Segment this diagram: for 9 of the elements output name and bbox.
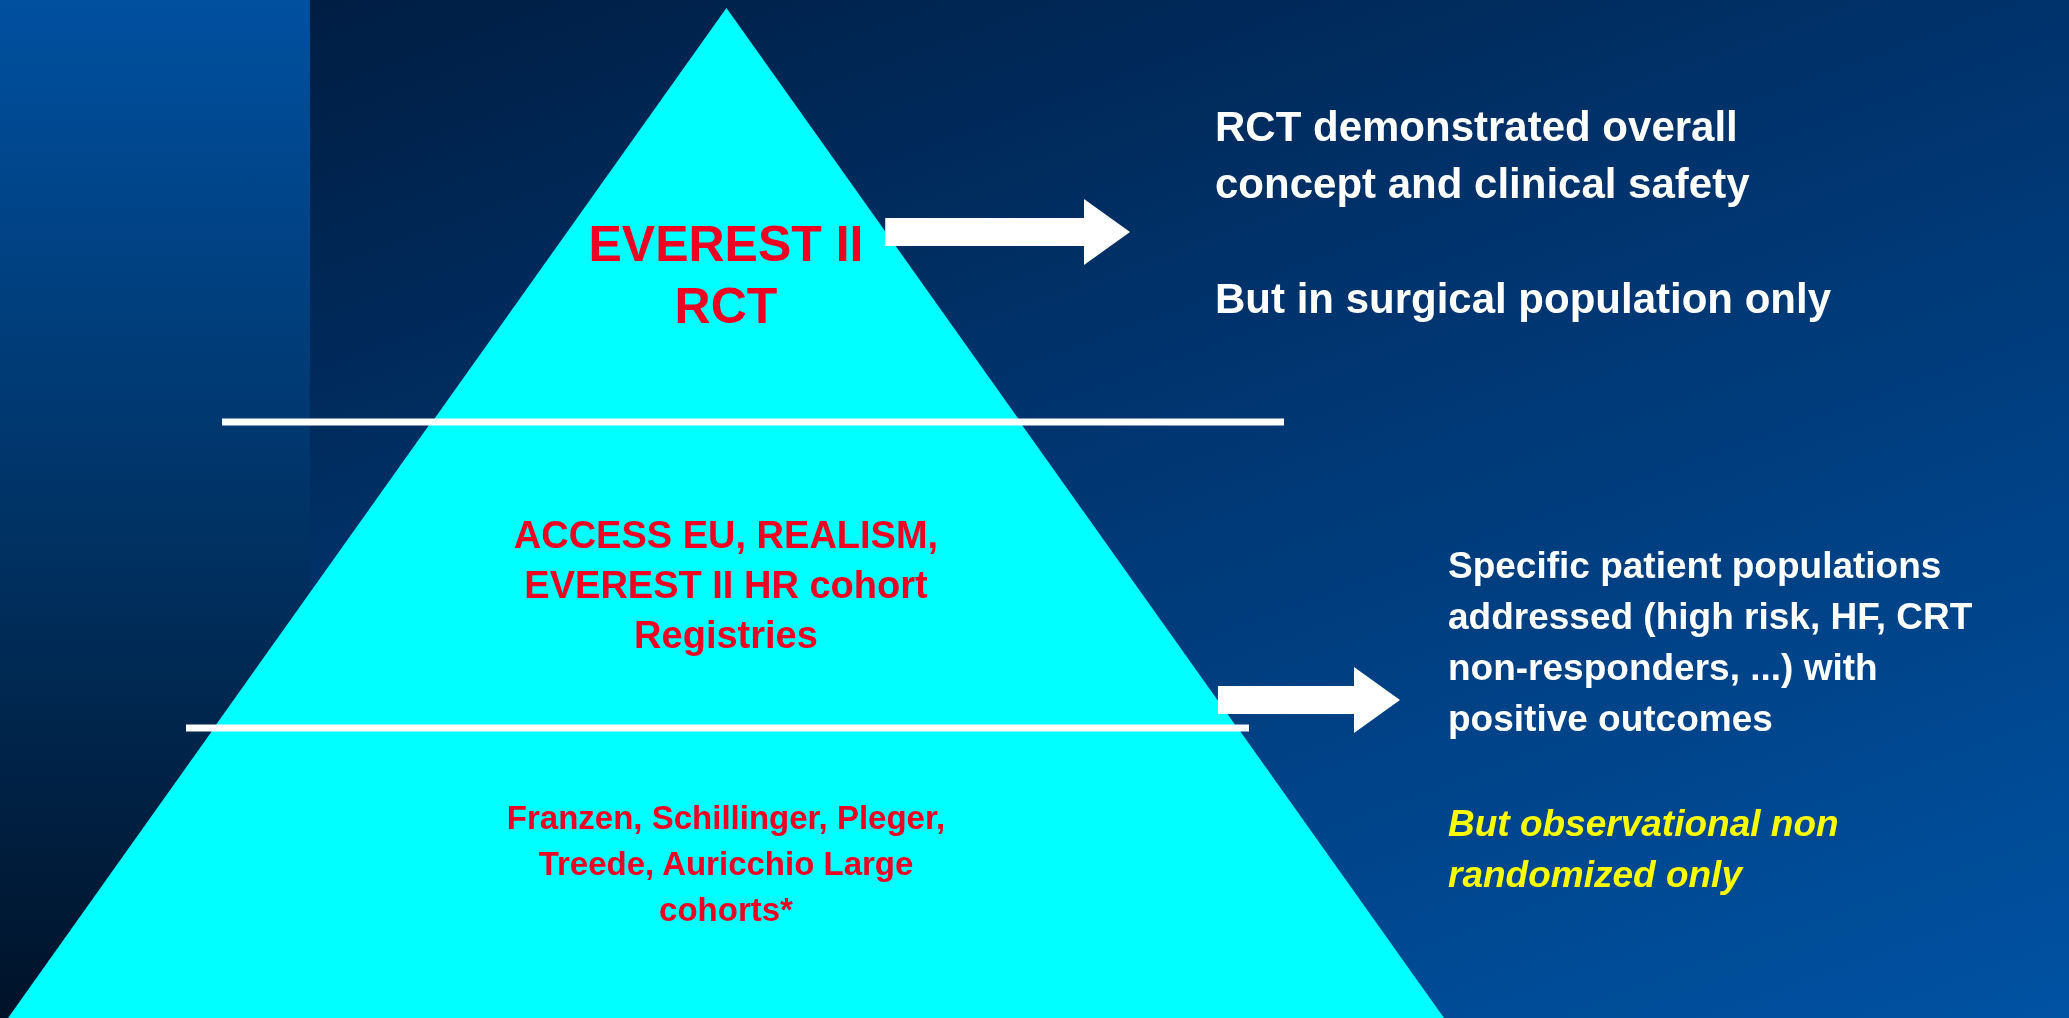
tier-label: ACCESS EU, REALISM, EVEREST II HR cohort Registries — [512, 513, 940, 658]
block-arrow — [1217, 667, 1400, 733]
tier-label: Franzen, Schillinger, Pleger, Treede, Auricchio Large cohorts* — [505, 798, 947, 930]
block-arrow — [885, 199, 1130, 265]
statement-text: Specific patient populations addressed (high risk, HF, CRT non-responders, ...) with positive outcomes — [1448, 544, 1974, 741]
statement-text: RCT demonstrated overall concept and clinical safety — [1215, 102, 1751, 209]
caveat-text: But in surgical population only — [1215, 274, 1832, 324]
tier-label: EVEREST II RCT — [587, 215, 865, 336]
caveat-text: But observational non randomized only — [1448, 802, 1840, 897]
